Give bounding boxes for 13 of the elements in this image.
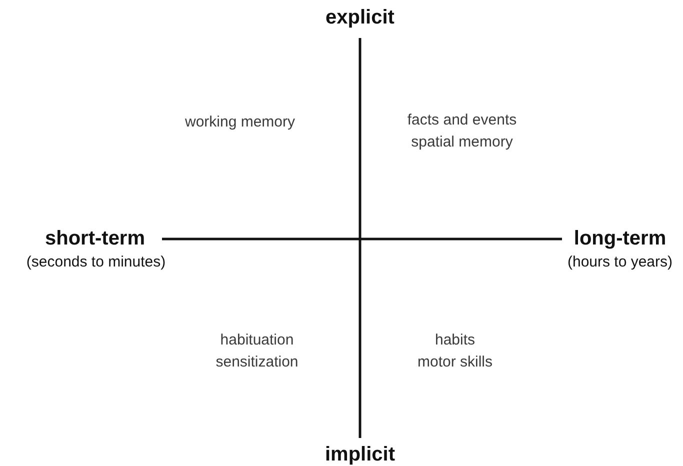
quadrant-label: sensitization: [216, 354, 298, 370]
axis-label: short-term: [45, 228, 145, 250]
axis-label: long-term: [574, 228, 666, 250]
axis-note: (hours to years): [567, 254, 673, 270]
quadrant-label: facts and events: [407, 112, 517, 128]
quadrant-label: working memory: [184, 114, 296, 130]
quadrant-label: spatial memory: [411, 134, 513, 150]
axis-note: (seconds to minutes): [26, 254, 166, 270]
axis-label: explicit: [326, 6, 394, 30]
quadrant-label: habits: [434, 332, 476, 348]
quadrant-label: motor skills: [418, 354, 492, 370]
quadrant-label: habituation: [220, 332, 294, 348]
axis-label: implicit: [325, 444, 395, 466]
